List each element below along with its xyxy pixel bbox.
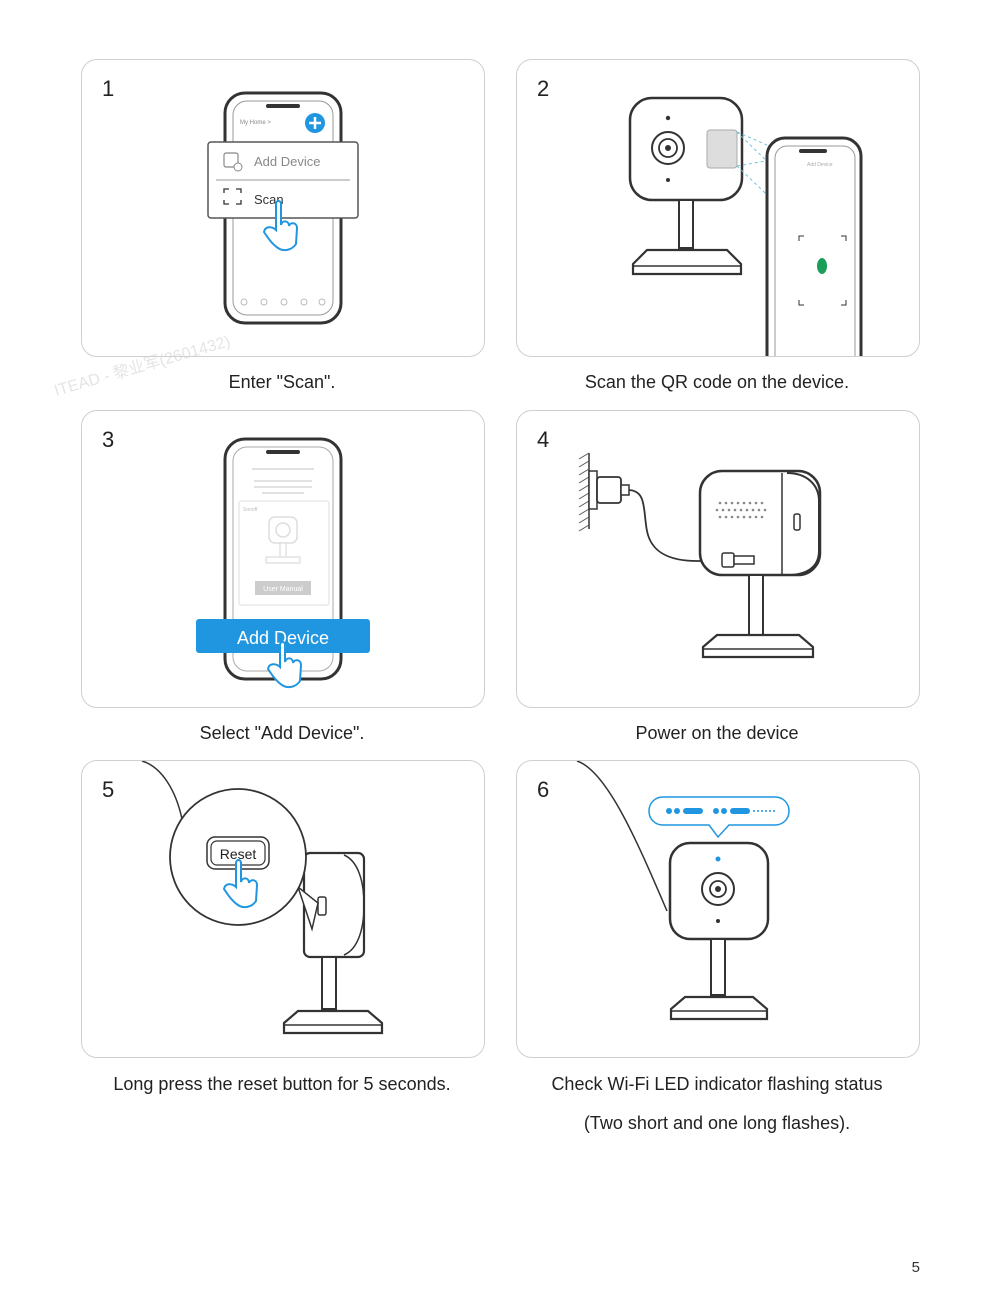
step-5-panel: 5 Reset [81, 760, 485, 1058]
wifi-led-indicator [715, 856, 721, 862]
reset-hole [317, 896, 327, 916]
led-flash-callout [648, 796, 790, 839]
user-manual-label[interactable]: User Manual [263, 586, 303, 593]
step-6-caption-line-1: Check Wi-Fi LED indicator flashing statu… [551, 1074, 883, 1094]
power-adapter [596, 476, 622, 504]
power-cable [628, 489, 722, 562]
scan-screen-title: Add Device [807, 162, 833, 168]
brand-label: Sonoff [243, 507, 258, 513]
step-2-illustration: Add Device [628, 96, 863, 356]
step-6-number: 6 [537, 777, 550, 802]
step-6-caption-line-2: (Two short and one long flashes). [583, 1113, 851, 1133]
reset-button-label[interactable]: Reset [220, 846, 257, 862]
camera-body [698, 469, 822, 577]
menu-add-device[interactable]: Add Device [254, 154, 320, 169]
step-3-caption: Select "Add Device". [199, 723, 365, 743]
step-6-panel: 6 [516, 760, 920, 1058]
step-3-panel: 3 Sonoff User Manual Add Device [81, 410, 485, 708]
step-4-caption: Power on the device [635, 723, 799, 743]
step-4-illustration [578, 452, 822, 659]
step-1-panel: 1 My Home > Add Device Scan [81, 59, 485, 357]
step-1-caption: Enter "Scan". [228, 372, 336, 392]
step-4-panel: 4 [516, 410, 920, 708]
step-2-caption: Scan the QR code on the device. [584, 372, 850, 392]
qr-code-icon [706, 129, 738, 169]
add-device-button-label[interactable]: Add Device [237, 628, 329, 648]
page-number: 5 [911, 1259, 920, 1276]
add-device-icon [223, 152, 239, 168]
step-2-panel: 2 Add Device [516, 59, 920, 357]
step-1-illustration: My Home > Add Device Scan [207, 91, 359, 325]
add-device-button[interactable] [196, 619, 370, 653]
scan-icon [223, 188, 242, 205]
scan-target-indicator [817, 258, 827, 274]
step-5-illustration: Reset [141, 761, 384, 1035]
pointing-hand-icon [262, 200, 299, 252]
step-1-number: 1 [102, 76, 115, 101]
step-6-illustration [576, 761, 790, 1021]
step-5-caption: Long press the reset button for 5 second… [113, 1074, 451, 1094]
step-3-illustration: Sonoff User Manual Add Device [196, 437, 370, 689]
home-label: My Home > [240, 120, 271, 126]
step-4-number: 4 [537, 427, 550, 452]
step-5-number: 5 [102, 777, 115, 802]
led-flash-pattern [666, 808, 775, 814]
pointing-hand-icon [222, 859, 259, 909]
speaker-grille [715, 501, 767, 519]
step-2-number: 2 [537, 76, 550, 101]
pointing-hand-icon [266, 641, 303, 689]
step-3-number: 3 [102, 427, 115, 452]
